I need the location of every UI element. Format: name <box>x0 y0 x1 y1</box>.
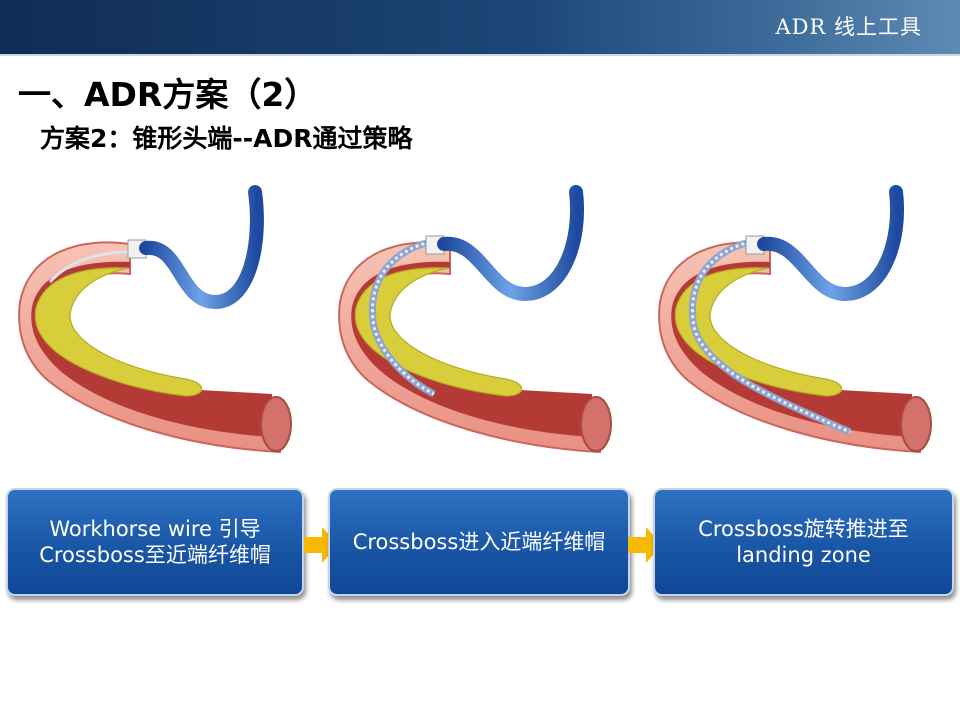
brand-logo-text: ADR 线上工具 <box>775 15 922 39</box>
step-box-3: Crossboss旋转推进至landing zone <box>653 488 954 596</box>
vessel-illustration <box>18 185 292 454</box>
header-bar: ADR 线上工具 <box>0 0 960 56</box>
vessel-illustration <box>338 185 612 454</box>
page-title: 一、ADR方案（2） <box>18 75 318 114</box>
step-label-2: Crossboss进入近端纤维帽 <box>352 530 606 554</box>
illustration-step-1 <box>10 182 310 462</box>
illustration-step-3 <box>650 182 950 462</box>
page-subtitle: 方案2：锥形头端--ADR通过策略 <box>40 124 413 153</box>
step-box-1: Workhorse wire 引导Crossboss至近端纤维帽 <box>6 488 304 596</box>
step-label-3: Crossboss旋转推进至landing zone <box>698 517 909 567</box>
vessel-illustration <box>658 185 932 454</box>
step-box-2: Crossboss进入近端纤维帽 <box>328 488 630 596</box>
step-label-1: Workhorse wire 引导Crossboss至近端纤维帽 <box>39 517 271 567</box>
illustration-step-2 <box>330 182 630 462</box>
